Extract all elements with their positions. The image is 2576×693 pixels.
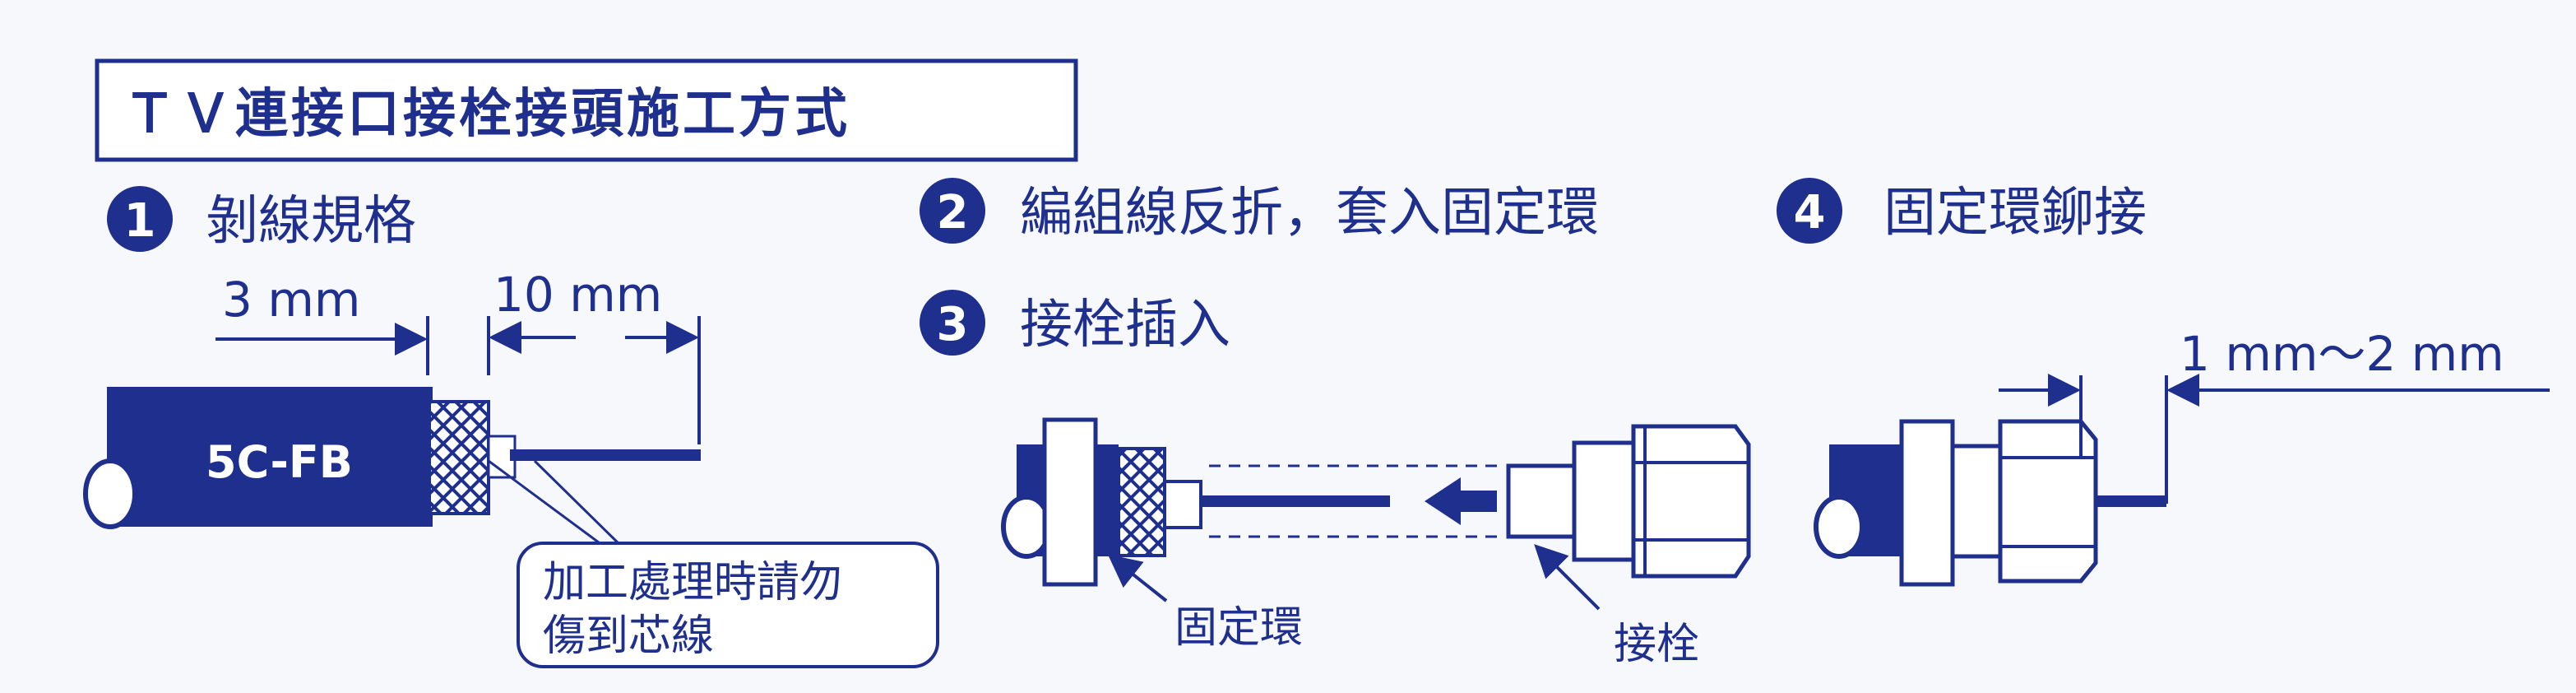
- protruding-core: [2096, 495, 2166, 507]
- ring-label: 固定環: [1174, 603, 1303, 653]
- fixing-ring: [1042, 417, 1098, 587]
- step-2-number: 2: [937, 186, 969, 240]
- crimped-ring: [1899, 419, 1955, 587]
- step-1-illustration: 3 mm 10 mm 5C-FB 加工處理時請勿 傷到芯線: [83, 267, 939, 668]
- title-box: ＴＶ連接口接栓接頭施工方式: [95, 58, 1078, 162]
- step-4-badge: [1777, 178, 1842, 244]
- dim-core-label: 10 mm: [493, 267, 662, 323]
- step-2-label: 編組線反折，套入固定環: [1020, 183, 1599, 244]
- dim-shield-label: 3 mm: [222, 272, 360, 328]
- step-3-number: 3: [937, 298, 969, 351]
- step-3-illustration: 固定環 接栓: [1001, 417, 1751, 669]
- connector-label: 接栓: [1614, 620, 1699, 669]
- insert-arrow-head: [1425, 477, 1461, 525]
- core-wire: [1201, 495, 1390, 507]
- step-1-label: 剝線規格: [206, 191, 416, 252]
- step-4-number: 4: [1794, 186, 1826, 240]
- gap-dimension-label: 1 mm～2 mm: [2180, 326, 2504, 382]
- page-title: ＴＶ連接口接栓接頭施工方式: [123, 84, 850, 145]
- folded-braid: [1117, 447, 1166, 557]
- warning-line-2: 傷到芯線: [543, 612, 714, 661]
- cable-end-dielectric: [83, 458, 137, 529]
- connector: [1506, 424, 1751, 579]
- warning-line-1: 加工處理時請勿: [543, 558, 842, 607]
- insert-arrow-shaft: [1454, 491, 1497, 512]
- step-4-label: 固定環鉚接: [1883, 183, 2147, 244]
- step-4-heading: 4 固定環鉚接: [1777, 178, 2147, 244]
- cable-jacket: [107, 387, 433, 527]
- cable-label: 5C-FB: [206, 436, 353, 488]
- step-2-heading: 2 編組線反折，套入固定環: [920, 178, 1599, 244]
- center-core: [510, 449, 701, 461]
- step-4-illustration: 1 mm～2 mm: [1814, 326, 2550, 587]
- step-3-heading: 3 接栓插入: [920, 290, 1230, 356]
- step-1-heading: 1 剝線規格: [107, 186, 416, 252]
- braided-shield: [428, 400, 490, 515]
- step-1-badge: [107, 186, 173, 252]
- step-3-label: 接栓插入: [1020, 295, 1230, 356]
- step-2-badge: [920, 178, 985, 244]
- warning-box: [517, 542, 939, 668]
- step-1-number: 1: [124, 194, 156, 248]
- step-3-badge: [920, 290, 985, 356]
